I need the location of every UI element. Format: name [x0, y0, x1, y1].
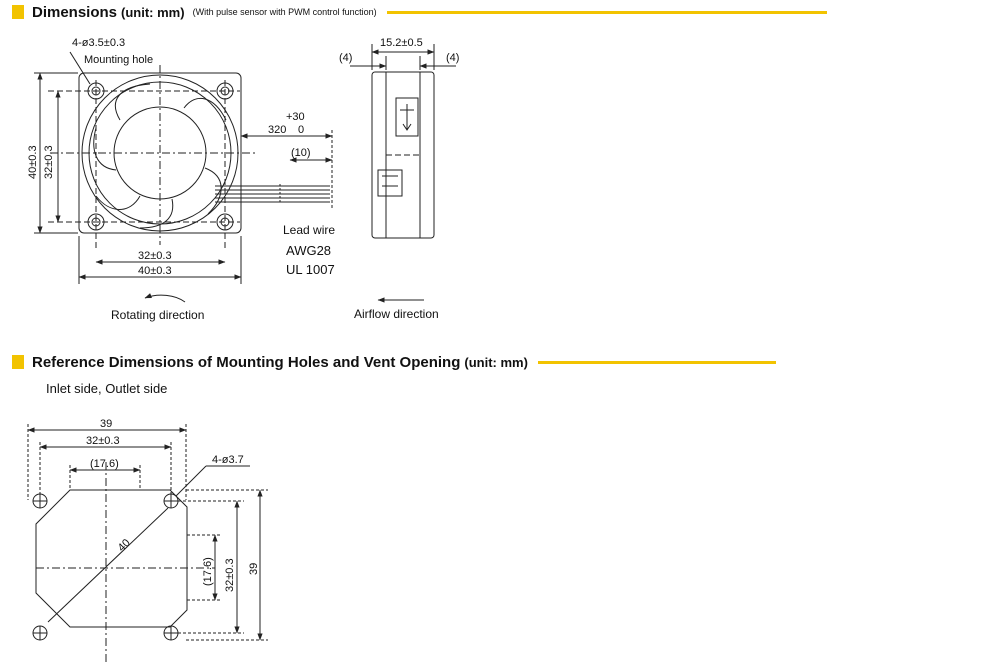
ref-hole-callout: 4-ø3.7 [212, 454, 244, 466]
rotating-direction-label: Rotating direction [111, 308, 204, 322]
hole-label: Mounting hole [84, 54, 153, 66]
width-outer-label: 40±0.3 [138, 265, 172, 277]
airflow-direction-label: Airflow direction [354, 307, 439, 321]
section-note: (With pulse sensor with PWM control func… [192, 7, 377, 17]
section-unit: (unit: mm) [121, 4, 185, 20]
fan-side-view [350, 44, 456, 303]
hole-callout: 4-ø3.5±0.3 [72, 37, 125, 49]
left-offset-label: (4) [339, 52, 352, 64]
section-title: Reference Dimensions of Mounting Holes a… [32, 353, 461, 371]
section-rule [386, 10, 827, 14]
lead-wire-label: Lead wire [283, 223, 335, 237]
depth-label: 15.2±0.5 [380, 37, 423, 49]
reference-subtitle: Inlet side, Outlet side [46, 381, 168, 396]
height-inner-label: 32±0.3 [43, 145, 55, 179]
reference-mounting-view [27, 424, 268, 663]
ref-width-outer-label: 39 [100, 418, 112, 430]
section-unit: (unit: mm) [464, 354, 528, 370]
right-offset-label: (4) [446, 52, 459, 64]
section-marker [12, 355, 24, 369]
ref-vent-label: (17.6) [90, 458, 119, 470]
section-header-dimensions: Dimensions (unit: mm) (With pulse sensor… [12, 1, 827, 23]
ref-diagonal-label: 40 [116, 537, 133, 554]
ul-label: UL 1007 [286, 262, 335, 277]
ref-width-inner-label: 32±0.3 [86, 435, 120, 447]
fan-front-view [34, 51, 333, 303]
strip-length-label: (10) [291, 147, 311, 159]
section-rule [537, 360, 776, 364]
lead-length-label: 320 [268, 124, 286, 136]
section-title: Dimensions [32, 3, 118, 21]
ref-height-inner-label: 32±0.3 [224, 558, 236, 592]
ref-height-outer-label: 39 [248, 563, 260, 575]
section-marker [12, 5, 24, 19]
width-inner-label: 32±0.3 [138, 250, 172, 262]
awg-label: AWG28 [286, 243, 331, 258]
lead-tolerance-zero: 0 [298, 124, 304, 136]
lead-tolerance-label: +30 [286, 111, 305, 123]
ref-vent-vertical-label: (17.6) [202, 557, 214, 586]
section-header-reference: Reference Dimensions of Mounting Holes a… [12, 351, 776, 373]
height-outer-label: 40±0.3 [27, 145, 39, 179]
